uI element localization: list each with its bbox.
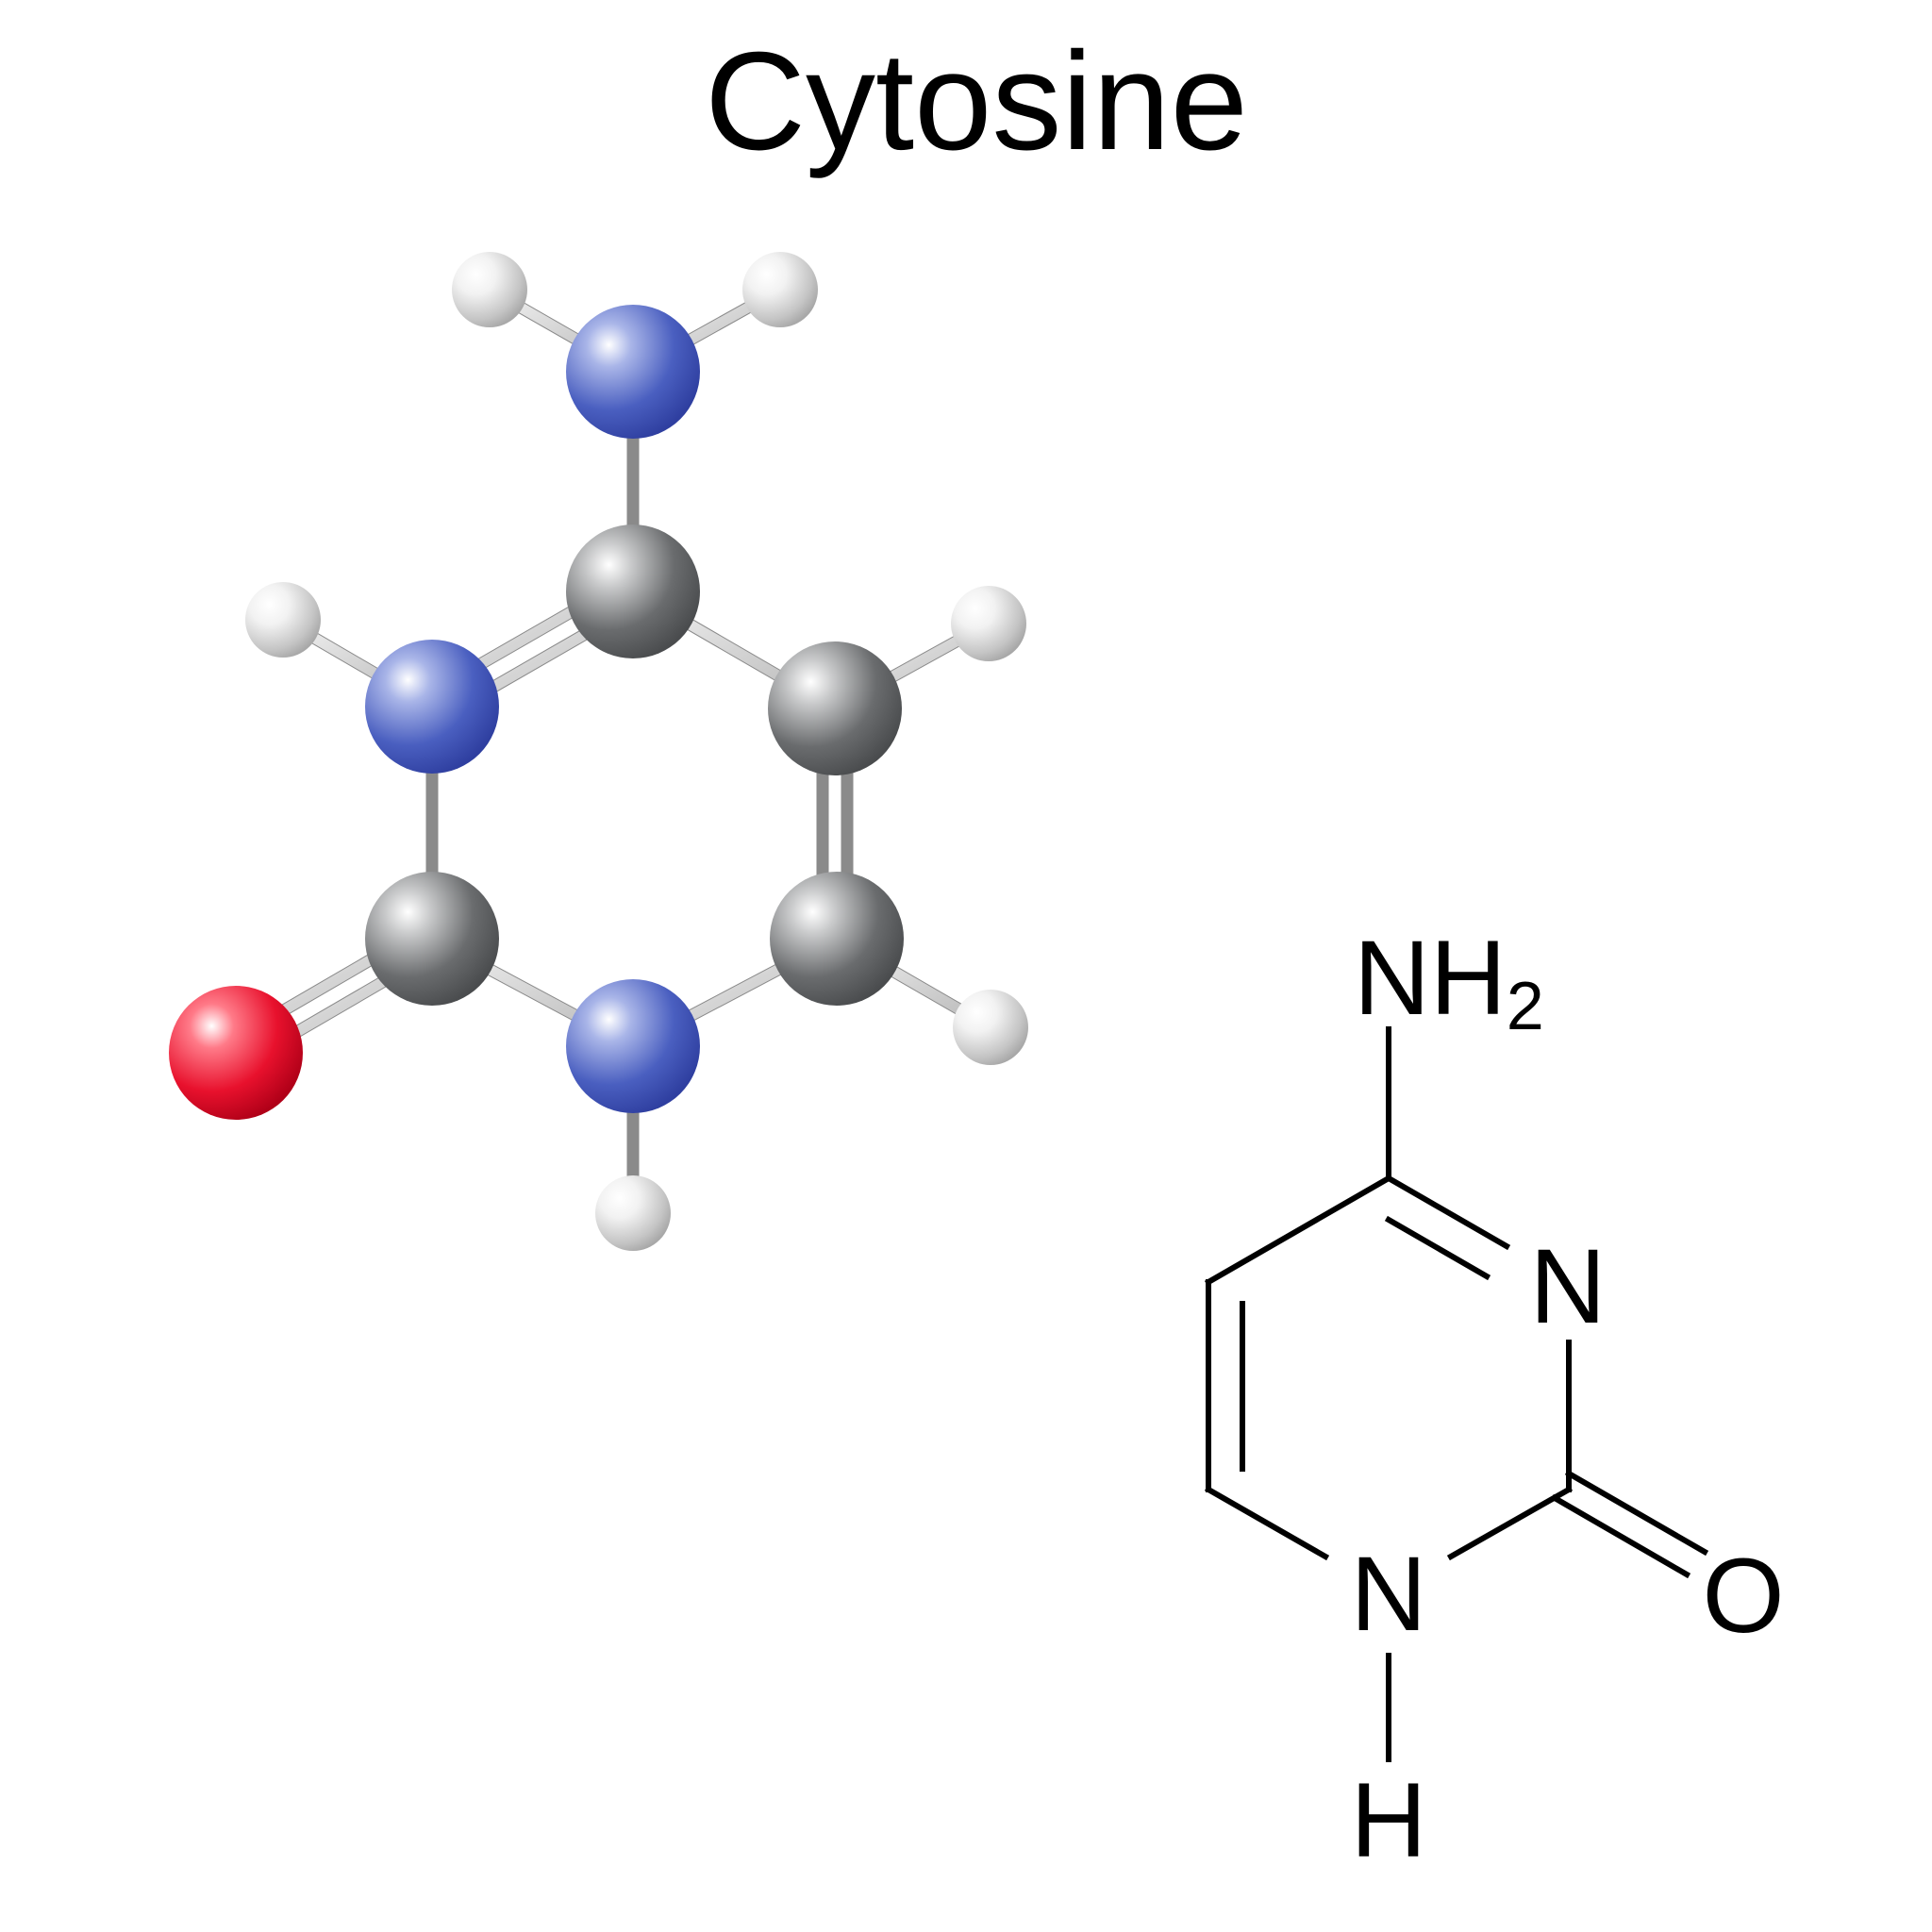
- hydrogen-atom: [452, 252, 527, 327]
- hydrogen-atom: [742, 252, 818, 327]
- amine-group-text: NH: [1354, 919, 1507, 1037]
- carbonyl-oxygen-label: O: [1702, 1537, 1784, 1655]
- structural-formula: NH2 N N O H: [1204, 919, 1785, 1879]
- ring-nitrogen-n1-label: N: [1351, 1535, 1427, 1653]
- model-atoms: [169, 252, 1028, 1251]
- hydrogen-atom: [595, 1175, 671, 1251]
- page-title: Cytosine: [705, 24, 1248, 179]
- carbon-atom-c6: [770, 872, 904, 1006]
- amine-nitrogen-atom: [566, 305, 700, 439]
- n1-hydrogen-label: H: [1351, 1761, 1427, 1879]
- nitrogen-atom-n3: [365, 640, 499, 774]
- carbon-atom-c2: [365, 872, 499, 1006]
- hydrogen-atom: [245, 582, 321, 658]
- carbon-atom-c4: [566, 525, 700, 658]
- amine-group-label: NH2: [1354, 919, 1544, 1044]
- nitrogen-atom-n1: [566, 979, 700, 1113]
- oxygen-atom: [169, 986, 303, 1120]
- hydrogen-atom: [953, 990, 1028, 1065]
- ring-nitrogen-n3-label: N: [1530, 1227, 1607, 1345]
- hydrogen-atom: [951, 586, 1026, 661]
- ball-and-stick-model: [169, 252, 1028, 1251]
- amine-subscript: 2: [1507, 969, 1544, 1044]
- formula-labels: NH2 N N O H: [1351, 919, 1785, 1879]
- carbon-atom-c5: [768, 641, 902, 775]
- formula-bonds: [1204, 1026, 1709, 1762]
